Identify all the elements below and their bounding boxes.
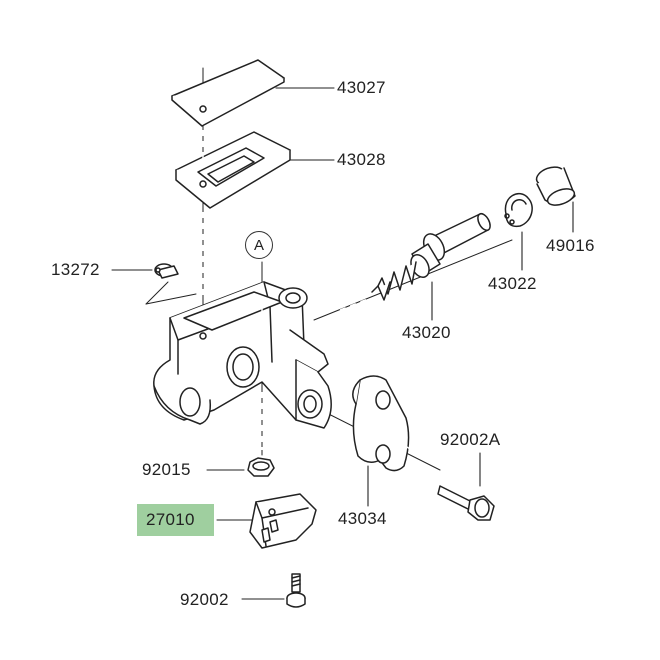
part-43028-diaphragm <box>175 131 291 209</box>
label-43027[interactable]: 43027 <box>337 78 386 97</box>
label-43020[interactable]: 43020 <box>402 323 451 342</box>
part-43020-piston <box>371 212 491 301</box>
highlight-27010 <box>137 504 214 536</box>
label-92002A[interactable]: 92002A <box>440 430 501 449</box>
part-43027-cap <box>171 59 285 127</box>
label-43034[interactable]: 43034 <box>338 509 387 528</box>
part-13272-bleeder <box>154 263 179 279</box>
part-49016-boot <box>535 166 576 206</box>
part-43034-clamp <box>352 375 410 472</box>
label-92015[interactable]: 92015 <box>142 460 191 479</box>
part-master-cylinder-body <box>153 281 332 429</box>
part-92002-screw <box>286 573 306 608</box>
part-92015-nut <box>247 457 275 477</box>
label-13272[interactable]: 13272 <box>51 260 100 279</box>
part-92002A-bolt <box>437 485 495 521</box>
label-43022[interactable]: 43022 <box>488 274 537 293</box>
callout-marker-a: A <box>245 231 273 259</box>
part-43022-circlip <box>504 193 533 228</box>
label-27010[interactable]: 27010 <box>146 510 195 529</box>
label-49016[interactable]: 49016 <box>546 236 595 255</box>
label-92002[interactable]: 92002 <box>180 590 229 609</box>
part-27010-switch <box>249 493 317 549</box>
label-43028[interactable]: 43028 <box>337 150 386 169</box>
